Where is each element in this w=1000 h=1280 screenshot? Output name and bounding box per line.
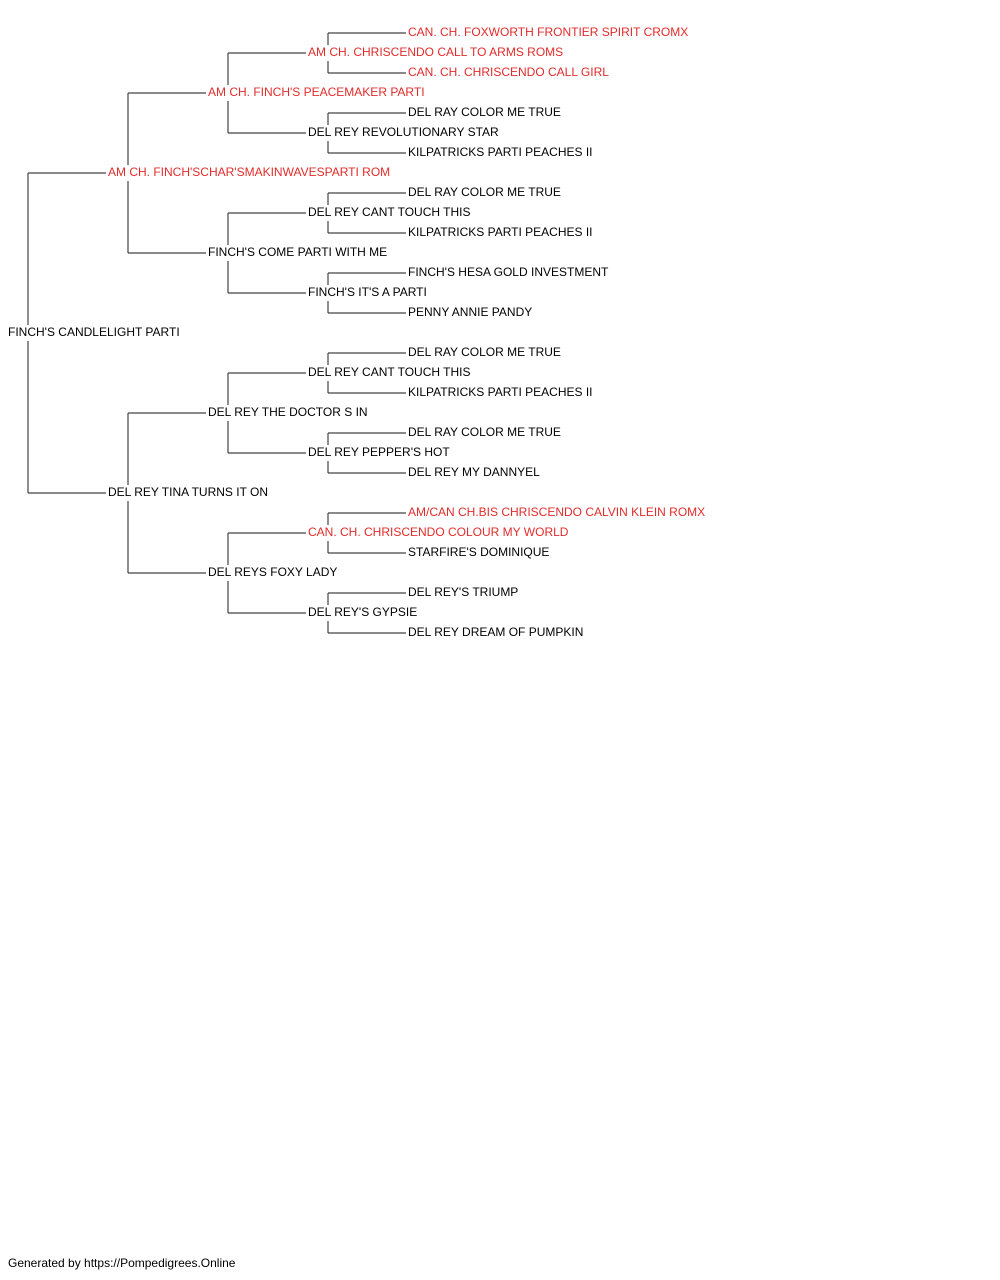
pedigree-labels: FINCH'S CANDLELIGHT PARTI AM CH. FINCH'SC… <box>8 25 705 639</box>
pedigree-entry-sire: DEL REY'S TRIUMP <box>408 585 518 599</box>
pedigree-entry-dam: KILPATRICKS PARTI PEACHES II <box>408 385 593 399</box>
pedigree-entry-sire: AM CH. CHRISCENDO CALL TO ARMS ROMS <box>308 45 563 59</box>
pedigree-entry-sire: CAN. CH. FOXWORTH FRONTIER SPIRIT CROMX <box>408 25 688 39</box>
pedigree-entry-dam: DEL REY PEPPER'S HOT <box>308 445 450 459</box>
pedigree-entry-dam: FINCH'S IT'S A PARTI <box>308 285 427 299</box>
footer-credit: Generated by https://Pompedigrees.Online <box>8 1256 236 1270</box>
pedigree-entry-dam: DEL REYS FOXY LADY <box>208 565 337 579</box>
pedigree-entry-sire: FINCH'S HESA GOLD INVESTMENT <box>408 265 609 279</box>
pedigree-entry-dam: DEL REY DREAM OF PUMPKIN <box>408 625 583 639</box>
pedigree-entry-sire: CAN. CH. CHRISCENDO COLOUR MY WORLD <box>308 525 569 539</box>
pedigree-entry-sire: DEL RAY COLOR ME TRUE <box>408 185 561 199</box>
pedigree-entry-sire: AM CH. FINCH'S PEACEMAKER PARTI <box>208 85 425 99</box>
pedigree-entry-dam: KILPATRICKS PARTI PEACHES II <box>408 145 593 159</box>
pedigree-entry-sire: DEL REY CANT TOUCH THIS <box>308 365 471 379</box>
pedigree-entry-dam: DEL REY MY DANNYEL <box>408 465 540 479</box>
pedigree-entry-dam: FINCH'S COME PARTI WITH ME <box>208 245 387 259</box>
pedigree-entry-dam: DEL REY TINA TURNS IT ON <box>108 485 268 499</box>
pedigree-entry-sire: AM CH. FINCH'SCHAR'SMAKINWAVESPARTI ROM <box>108 165 390 179</box>
pedigree-entry-sire: DEL RAY COLOR ME TRUE <box>408 345 561 359</box>
pedigree-entry-dam: DEL REY'S GYPSIE <box>308 605 417 619</box>
pedigree-entry-sire: DEL REY THE DOCTOR S IN <box>208 405 368 419</box>
pedigree-entry-sire: DEL RAY COLOR ME TRUE <box>408 105 561 119</box>
pedigree-connectors <box>27 32 406 634</box>
pedigree-entry-sire: DEL RAY COLOR ME TRUE <box>408 425 561 439</box>
pedigree-entry-dam: DEL REY REVOLUTIONARY STAR <box>308 125 499 139</box>
pedigree-entry-sire: DEL REY CANT TOUCH THIS <box>308 205 471 219</box>
pedigree-entry-sire: AM/CAN CH.BIS CHRISCENDO CALVIN KLEIN RO… <box>408 505 705 519</box>
pedigree-entry-dam: KILPATRICKS PARTI PEACHES II <box>408 225 593 239</box>
pedigree-entry-dam: PENNY ANNIE PANDY <box>408 305 532 319</box>
pedigree-entry-subject: FINCH'S CANDLELIGHT PARTI <box>8 325 180 339</box>
pedigree-entry-dam: CAN. CH. CHRISCENDO CALL GIRL <box>408 65 609 79</box>
pedigree-entry-dam: STARFIRE'S DOMINIQUE <box>408 545 549 559</box>
